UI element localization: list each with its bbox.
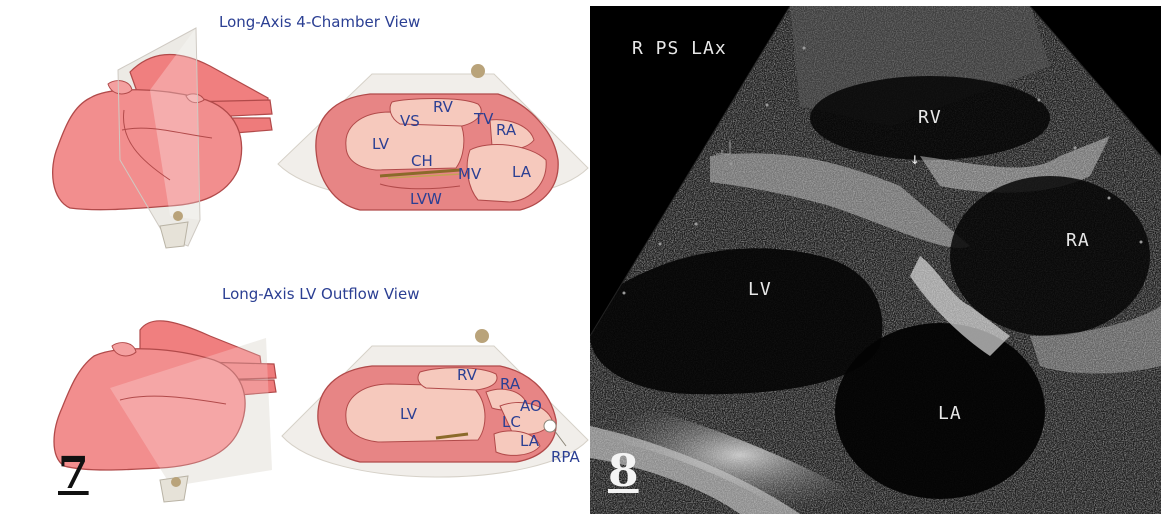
- illustration-panel: Long-Axis 4-Chamber View Long-Axis LV Ou…: [0, 0, 590, 514]
- echo-panel: R PS LAx RV ↓ RA LV LA 8: [590, 6, 1161, 514]
- sector-view2: RV RA LV AO LC LA RPA: [282, 329, 588, 477]
- figure-number-8: 8: [608, 446, 639, 497]
- label-ch-view1: CH: [411, 152, 433, 170]
- heart-3d-view1: [53, 28, 272, 248]
- echo-image: [590, 6, 1161, 514]
- label-la-view2: LA: [520, 432, 540, 450]
- label-rv-view2: RV: [457, 366, 478, 384]
- label-ao-view2: AO: [520, 397, 542, 415]
- echo-label-la: LA: [938, 403, 962, 424]
- label-ra-view1: RA: [496, 121, 517, 139]
- figure-number-7: 7: [58, 448, 89, 499]
- sector-view1: RV VS TV RA LV CH MV LA LVW: [278, 64, 588, 210]
- label-rpa-view2: RPA: [551, 448, 581, 466]
- label-tv-view1: TV: [473, 110, 494, 128]
- label-lv-view2: LV: [400, 405, 418, 423]
- label-ra-view2: RA: [500, 375, 521, 393]
- label-vs-view1: VS: [400, 112, 420, 130]
- label-mv-view1: MV: [458, 165, 482, 183]
- label-la-view1: LA: [512, 163, 532, 181]
- label-lc-view2: LC: [502, 413, 521, 431]
- arrow-down-icon: ↓: [910, 149, 921, 168]
- label-lv-view1: LV: [372, 135, 390, 153]
- echo-label-ra: RA: [1066, 230, 1090, 251]
- mode-label: R PS LAx: [632, 38, 727, 59]
- echo-label-rv: RV: [918, 107, 942, 128]
- label-lvw-view1: LVW: [410, 190, 442, 208]
- illustration-svg: RV VS TV RA LV CH MV LA LVW: [0, 0, 590, 514]
- echo-label-lv: LV: [748, 279, 772, 300]
- label-rv-view1: RV: [433, 98, 454, 116]
